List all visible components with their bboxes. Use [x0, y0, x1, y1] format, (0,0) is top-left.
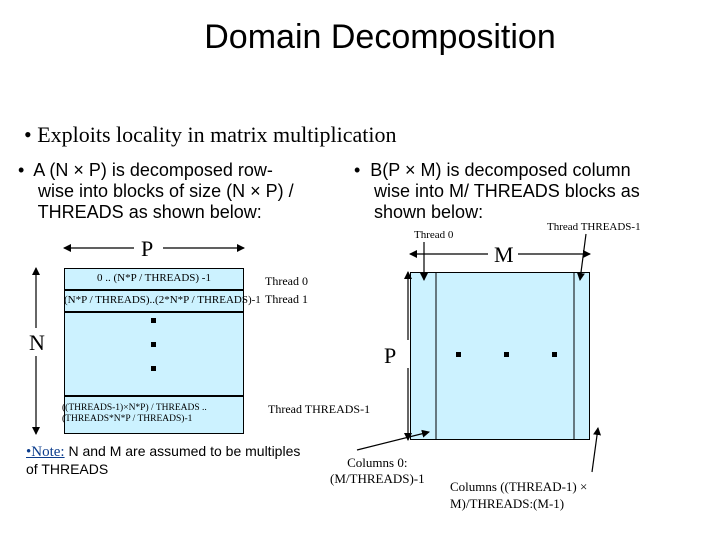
a-dot-2 [151, 342, 156, 347]
b-columns-first: Columns 0: (M/THREADS)-1 [330, 455, 425, 486]
b-columns-first-arrow [356, 429, 430, 451]
a-row-last-thread: Thread THREADS-1 [268, 402, 371, 416]
a-row-0-thread: Thread 0 [265, 274, 308, 288]
slide-subtitle: • Exploits locality in matrix multiplica… [24, 122, 397, 147]
a-block-middle [64, 312, 244, 396]
b-columns-last: Columns ((THREAD-1) × M)/THREADS:(M-1) [450, 479, 588, 511]
a-row-0-range: 0 .. (N*P / THREADS) -1 [97, 272, 211, 284]
a-height-label: N [29, 330, 45, 355]
b-dot-1 [456, 352, 461, 357]
b-thread-last-arrow [576, 233, 587, 281]
a-block-thread-last [64, 396, 244, 434]
b-thread-last: Thread THREADS-1 [547, 221, 641, 233]
b-thread-first: Thread 0 [414, 229, 454, 241]
note: •Note: N and M are assumed to be multipl… [26, 443, 300, 478]
slide-title: Domain Decomposition [204, 18, 556, 56]
note-text: N and M are assumed to be multiples of T… [26, 443, 301, 477]
a-width-label: P [141, 236, 154, 261]
right-bullet: • B(P × M) is decomposed column wise int… [354, 160, 640, 222]
note-label: •Note: [26, 444, 65, 460]
a-dot-1 [151, 318, 156, 323]
b-width-label: M [494, 242, 514, 267]
b-dot-3 [552, 352, 557, 357]
a-block-thread-0 [64, 268, 244, 290]
a-row-last-range: ((THREADS-1)×N*P) / THREADS .. (THREADS*… [62, 403, 207, 424]
a-dot-3 [151, 366, 156, 371]
a-block-thread-1 [64, 290, 244, 312]
b-height-label: P [384, 343, 397, 368]
b-matrix [410, 272, 590, 440]
left-bullet: • A (N × P) is decomposed row- wise into… [18, 160, 294, 222]
b-dot-2 [504, 352, 509, 357]
a-row-1-range: (N*P / THREADS)..(2*N*P / THREADS)-1 [64, 294, 261, 306]
a-row-1-thread: Thread 1 [265, 292, 308, 306]
b-columns-last-arrow [591, 427, 602, 473]
